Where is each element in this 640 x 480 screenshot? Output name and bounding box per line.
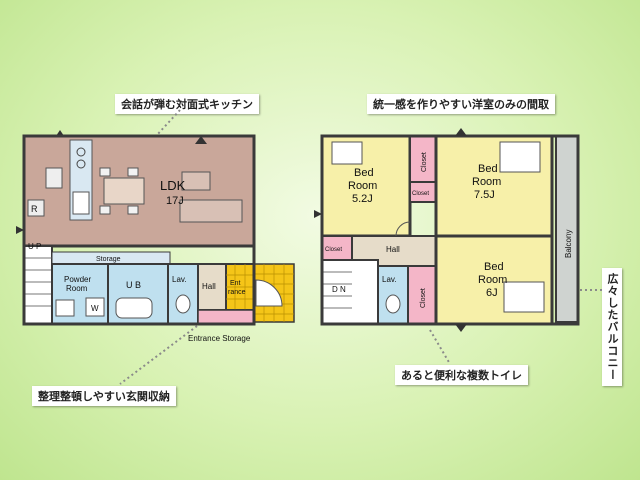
entrance-label-2: rance xyxy=(228,289,246,296)
floor1-plan: R LDK 17J U P Storage Powder Room W xyxy=(16,130,295,343)
dining-table xyxy=(103,177,145,205)
bed1-label-2: Room xyxy=(348,180,377,192)
storage-label: Storage xyxy=(96,256,121,263)
entrance-storage-callout: 整理整頓しやすい玄関収納 xyxy=(32,386,176,406)
powder-label-1: Powder xyxy=(64,275,91,284)
ldk-size: 17J xyxy=(166,195,184,207)
western-rooms-callout: 統一感を作りやすい洋室のみの間取 xyxy=(367,94,555,114)
closet-label-1: Closet xyxy=(421,152,428,172)
bed2-label-2: Room xyxy=(472,176,501,188)
bed1-label-3: 5.2J xyxy=(352,193,373,205)
lavatory-floor1 xyxy=(167,263,199,325)
entrance-label-1: Ent xyxy=(230,280,241,287)
entrance-storage-label: Entrance Storage xyxy=(188,334,251,343)
bed3-label-2: Room xyxy=(478,274,507,286)
lav-label-2: Lav. xyxy=(382,275,397,284)
sofa xyxy=(179,199,243,223)
lav-label-1: Lav. xyxy=(172,275,187,284)
balcony-callout: 広々したバルコニー xyxy=(602,268,622,386)
closet-label-4: Closet xyxy=(420,288,427,308)
balcony-label: Balcony xyxy=(564,230,573,258)
closet-label-2: Closet xyxy=(412,191,429,197)
toilets-callout: あると便利な複数トイレ xyxy=(395,365,528,385)
ub-label: U B xyxy=(126,280,141,290)
kitchen-callout: 会話が弾む対面式キッチン xyxy=(115,94,259,114)
dn-label: D N xyxy=(332,285,346,294)
w-label: W xyxy=(91,304,99,313)
r-label: R xyxy=(31,204,38,214)
powder-label-2: Room xyxy=(66,284,88,293)
balcony xyxy=(555,135,579,323)
bed2-label-3: 7.5J xyxy=(474,189,495,201)
closet-label-3: Closet xyxy=(325,247,342,253)
bed3-label-3: 6J xyxy=(486,287,498,299)
up-label: U P xyxy=(28,242,41,251)
leader-lines xyxy=(119,109,603,385)
hall-label-1: Hall xyxy=(202,282,216,291)
entrance-storage xyxy=(197,309,255,325)
bed3-label-1: Bed xyxy=(484,261,504,273)
ldk-name: LDK xyxy=(160,178,186,193)
hall-label-2: Hall xyxy=(386,245,400,254)
floor2-plan: Bed Room 5.2J Closet Closet Bed Room 7.5… xyxy=(314,128,580,332)
closet-1 xyxy=(409,135,437,183)
bed2-label-1: Bed xyxy=(478,163,498,175)
bed1-label-1: Bed xyxy=(354,167,374,179)
stairs-floor2 xyxy=(321,259,379,325)
